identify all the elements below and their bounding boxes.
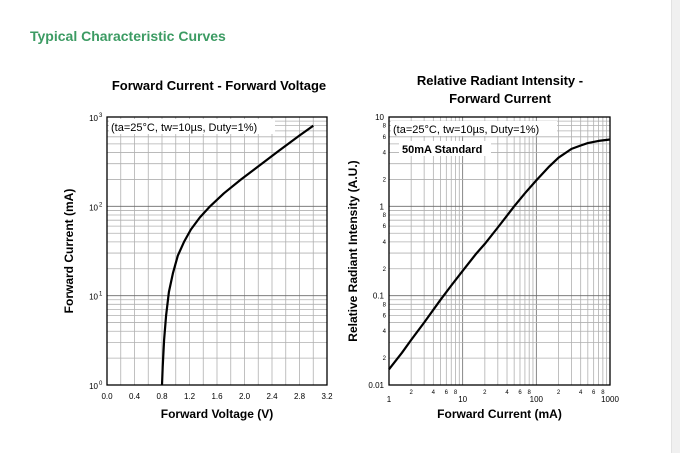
chart1-plot-frame	[106, 116, 328, 386]
x-minor-tick-label: 2	[557, 390, 561, 396]
chart2-title-line-1: Relative Radiant Intensity -	[417, 73, 583, 88]
x-minor-tick-label: 4	[579, 390, 583, 396]
x-minor-tick-label: 6	[518, 390, 522, 396]
x-tick-label: 1000	[601, 395, 619, 404]
x-tick-label: 3.2	[321, 392, 333, 401]
x-tick-label: 10	[458, 395, 467, 404]
chart2-y-axis-label: Relative Radiant Intensity (A.U.)	[346, 160, 360, 341]
chart-forward-current-voltage: Forward Current - Forward Voltage 0.0 0.4 0…	[62, 78, 333, 421]
x-tick-label: 2.4	[266, 392, 278, 401]
scrollbar-track[interactable]	[671, 0, 680, 453]
chart2-plot-frame	[388, 116, 611, 386]
section-title: Typical Characteristic Curves	[30, 28, 226, 44]
y-tick-label: 10	[89, 114, 98, 123]
y-tick-label: 10	[89, 203, 98, 212]
y-tick-label: 10	[375, 113, 384, 122]
chart1-annotation: (ta=25°C, tw=10µs, Duty=1%)	[111, 122, 257, 134]
x-minor-tick-label: 2	[410, 390, 414, 396]
annotation-background	[399, 141, 491, 156]
annotation-background	[391, 121, 557, 136]
x-minor-tick-label: 2	[483, 390, 487, 396]
x-tick-label: 2.0	[239, 392, 251, 401]
y-minor-tick-label: 4	[383, 240, 387, 246]
y-tick-exponent: 0	[99, 381, 103, 387]
x-tick-label: 0.4	[129, 392, 141, 401]
y-minor-tick-label: 6	[383, 135, 387, 141]
y-minor-tick-label: 8	[383, 302, 387, 308]
y-minor-tick-label: 2	[383, 356, 387, 362]
x-tick-label: 0.0	[101, 392, 113, 401]
y-tick-label: 10	[89, 293, 98, 302]
chart2-annotation-conditions: (ta=25°C, tw=10µs, Duty=1%)	[393, 124, 539, 136]
chart2-title-line-2: Forward Current	[449, 91, 552, 106]
chart1-title: Forward Current - Forward Voltage	[112, 78, 326, 93]
x-minor-tick-label: 8	[454, 390, 458, 396]
x-minor-tick-label: 4	[432, 390, 436, 396]
x-tick-label: 2.8	[294, 392, 306, 401]
y-tick-label: 0.01	[368, 381, 384, 390]
y-minor-tick-label: 2	[383, 267, 387, 273]
y-tick-label: 10	[89, 382, 98, 391]
chart2-x-axis-label: Forward Current (mA)	[437, 407, 562, 421]
chart1-x-axis-label: Forward Voltage (V)	[161, 407, 273, 421]
x-minor-tick-label: 6	[592, 390, 596, 396]
x-tick-label: 1.6	[211, 392, 223, 401]
x-tick-label: 0.8	[156, 392, 168, 401]
y-minor-tick-label: 4	[383, 329, 387, 335]
y-minor-tick-label: 8	[383, 213, 387, 219]
y-minor-tick-label: 6	[383, 313, 387, 319]
chart1-y-axis-label: Forward Current (mA)	[62, 189, 76, 314]
y-tick-exponent: 1	[99, 292, 103, 298]
y-minor-tick-label: 6	[383, 224, 387, 230]
y-tick-label: 1	[380, 202, 385, 211]
y-tick-exponent: 2	[99, 202, 103, 208]
x-tick-label: 100	[530, 395, 544, 404]
chart-relative-radiant-intensity: Relative Radiant Intensity - Forward Curr…	[346, 73, 619, 421]
y-tick-exponent: 3	[99, 113, 103, 119]
y-minor-tick-label: 2	[383, 177, 387, 183]
chart2-series-line	[388, 138, 611, 370]
x-minor-tick-label: 8	[601, 390, 605, 396]
y-tick-label: 0.1	[373, 292, 385, 301]
x-minor-tick-label: 4	[505, 390, 509, 396]
chart2-annotation-standard: 50mA Standard	[402, 144, 482, 156]
y-minor-tick-label: 4	[383, 151, 387, 157]
x-tick-label: 1.2	[184, 392, 196, 401]
x-tick-label: 1	[387, 395, 392, 404]
chart1-series-line	[160, 124, 314, 386]
x-minor-tick-label: 6	[445, 390, 449, 396]
annotation-background	[109, 119, 275, 134]
x-minor-tick-label: 8	[528, 390, 532, 396]
y-minor-tick-label: 8	[383, 124, 387, 130]
